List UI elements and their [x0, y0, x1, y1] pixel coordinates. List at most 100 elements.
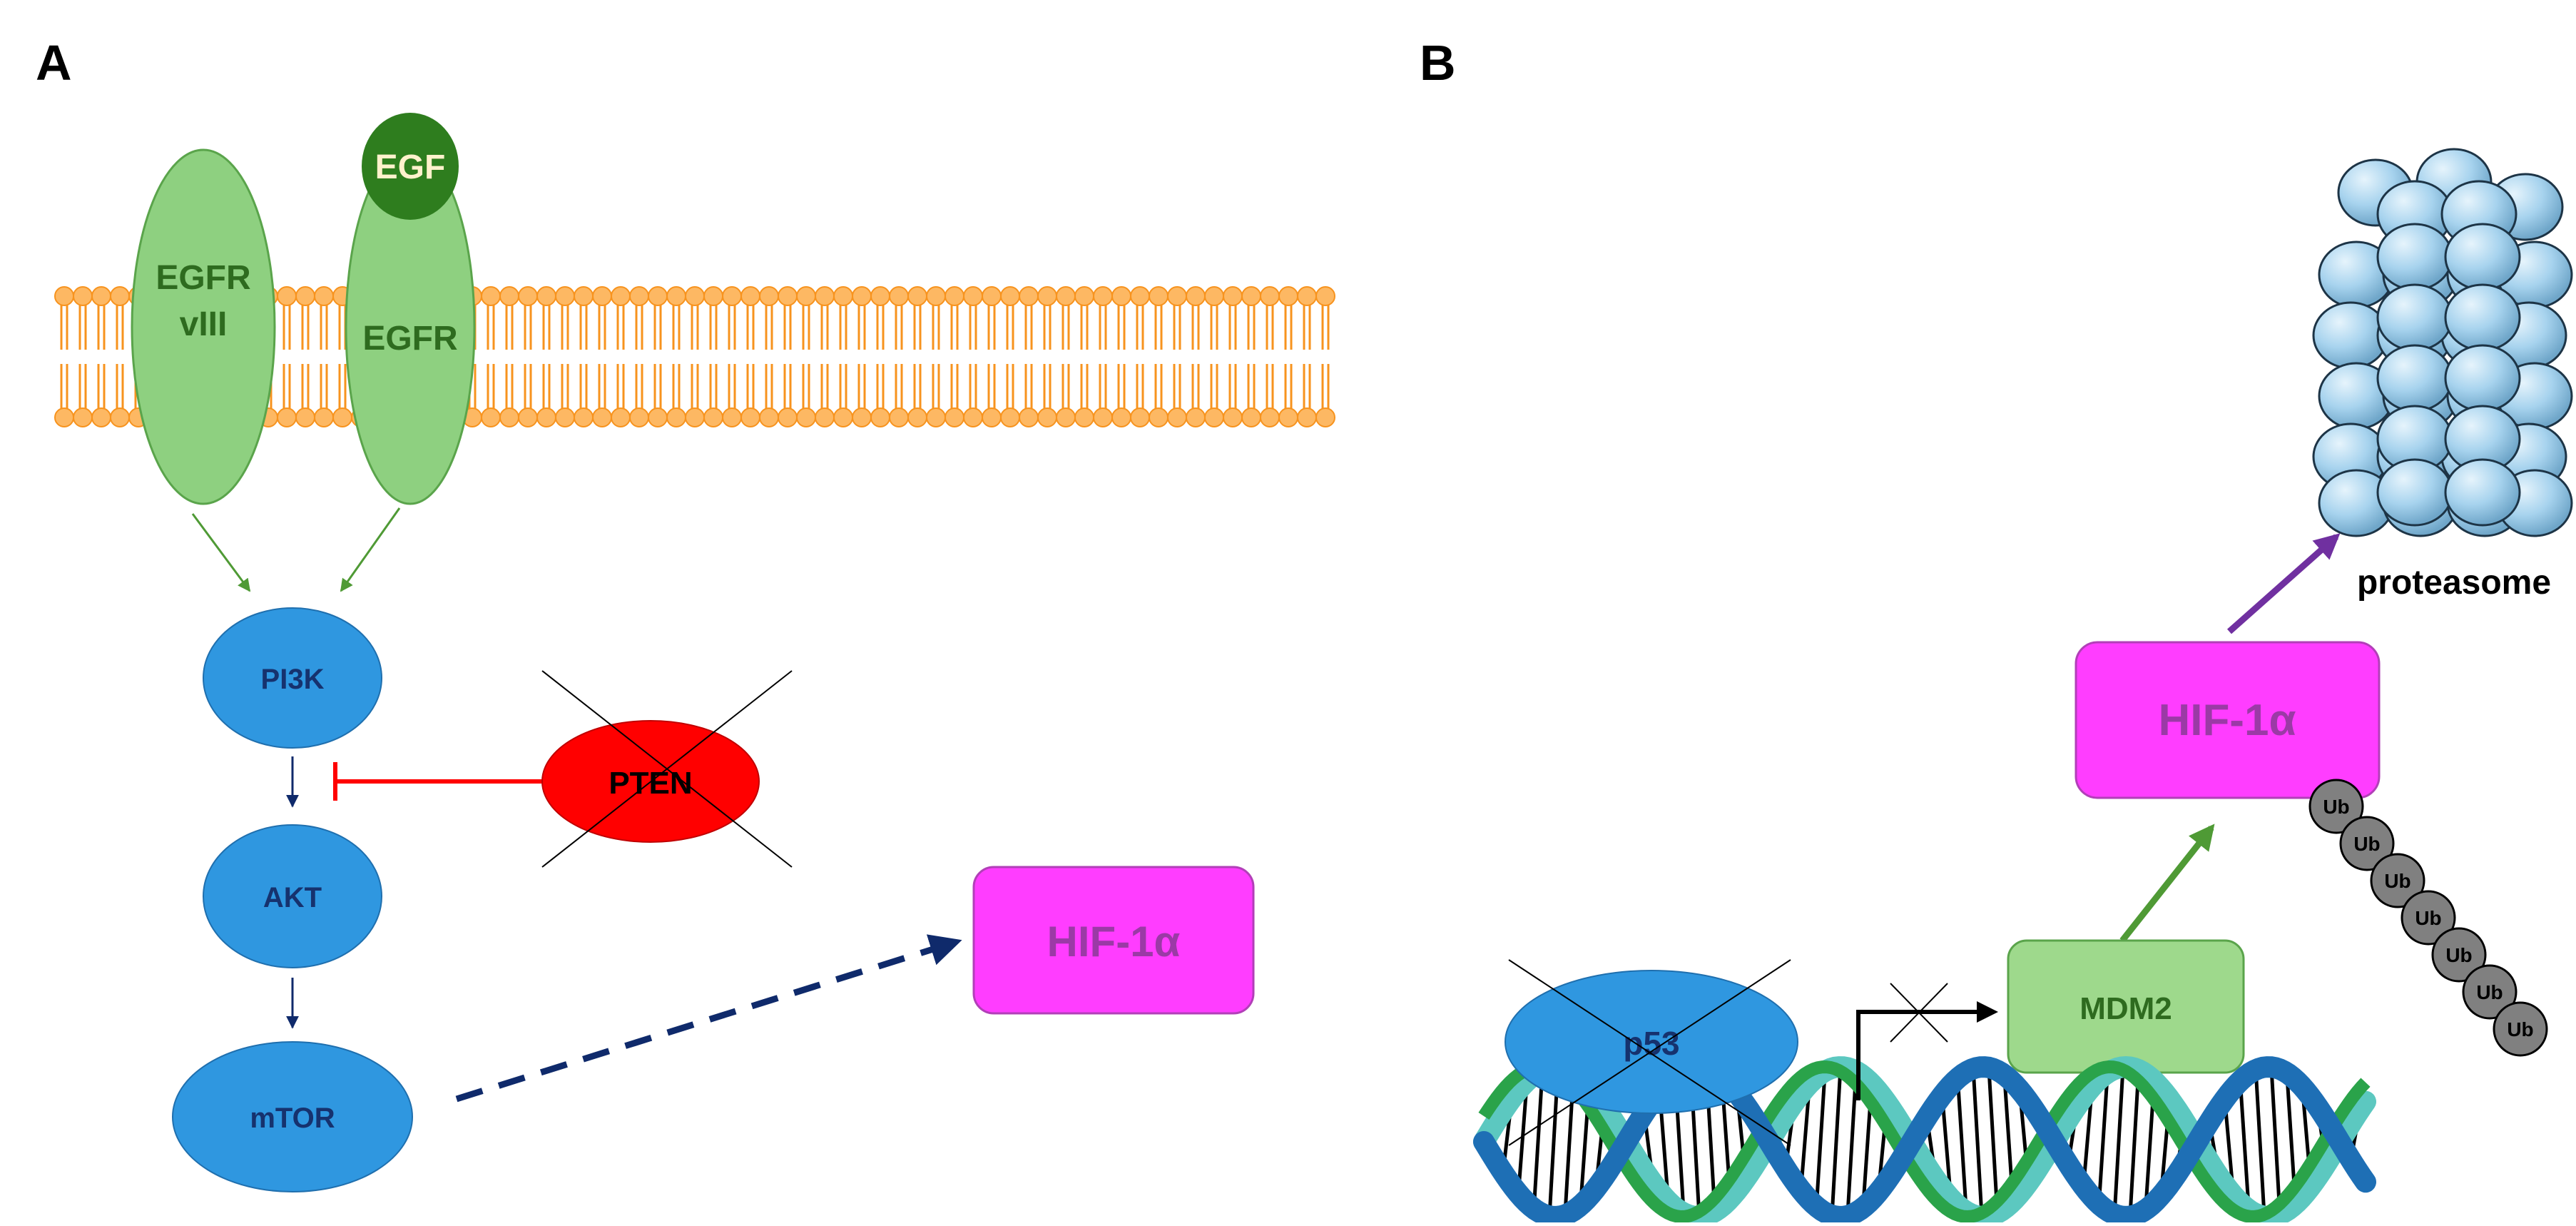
lipid-head: [1093, 407, 1113, 427]
lipid-head: [518, 407, 538, 427]
transcription-block-line-2: [1890, 983, 1948, 1043]
lipid-head: [73, 286, 93, 306]
proteasome-subunit: [2444, 283, 2521, 352]
lipid-head: [648, 407, 668, 427]
dna-base-pair: [1971, 1067, 1984, 1217]
lipid-head: [1278, 286, 1298, 306]
dna-base-pair: [1532, 1072, 1544, 1212]
lipid-head: [1037, 407, 1057, 427]
dna-strand-green: [1478, 1060, 2371, 1224]
lipid-head: [1093, 286, 1113, 306]
lipid-head: [54, 286, 74, 306]
lipid-head: [833, 286, 853, 306]
lipid-head: [1223, 407, 1243, 427]
lipid-head: [277, 286, 297, 306]
lipid-head: [1056, 407, 1076, 427]
ubiquitin-label: Ub: [2445, 944, 2472, 966]
lipid-head: [1111, 286, 1131, 306]
lipid-head: [1130, 286, 1150, 306]
dna-base-pair: [1987, 1068, 2000, 1215]
pi3k-node: [203, 607, 382, 749]
lipid-head: [778, 286, 798, 306]
ubiquitin-label: Ub: [2384, 870, 2410, 892]
hif1a-box-b: [2074, 641, 2381, 799]
lipid-head: [518, 286, 538, 306]
lipid-head: [796, 286, 816, 306]
lipid-head: [1149, 286, 1169, 306]
dna-base-pair: [1955, 1075, 1968, 1209]
proteasome-subunit: [2312, 301, 2389, 370]
lipid-head: [815, 286, 835, 306]
lipid-head: [629, 286, 649, 306]
egfr-label: EGFR: [362, 320, 457, 358]
lipid-head: [963, 407, 983, 427]
lipid-head: [1130, 407, 1150, 427]
proteasome-complex: [2312, 148, 2573, 537]
lipid-head: [1056, 286, 1076, 306]
lipid-head: [1186, 286, 1206, 306]
akt-label: AKT: [263, 882, 322, 913]
lipid-head: [889, 286, 909, 306]
lipid-head: [889, 407, 909, 427]
proteasome-subunit: [2444, 458, 2521, 527]
lipid-head: [982, 286, 1002, 306]
lipid-head: [73, 407, 93, 427]
ubiquitin-bead: [2370, 853, 2425, 908]
lipid-head: [481, 286, 501, 306]
lipid-head: [499, 407, 519, 427]
lipid-head: [1315, 407, 1335, 427]
dna-base-pair: [2238, 1077, 2251, 1207]
lipid-head: [110, 407, 130, 427]
proteasome-subunit: [2444, 223, 2521, 291]
pten-cross-line-2: [541, 670, 793, 868]
dna-strand-dark: [1473, 1055, 2376, 1226]
dna-base-pair: [2254, 1068, 2266, 1216]
lipid-head: [1149, 407, 1169, 427]
dna-base-pair: [2097, 1075, 2109, 1208]
lipid-head: [685, 286, 705, 306]
lipid-head: [277, 407, 297, 427]
lipid-head: [1315, 286, 1335, 306]
lipid-head: [926, 407, 946, 427]
lipid-head: [666, 407, 686, 427]
lipid-head: [1167, 286, 1187, 306]
lipid-head: [1297, 407, 1317, 427]
lipid-head: [574, 407, 594, 427]
egfr-to-pi3k-arrow: [340, 507, 401, 592]
lipid-head: [536, 407, 556, 427]
lipid-head: [592, 407, 612, 427]
lipid-head: [759, 286, 779, 306]
lipid-head: [926, 286, 946, 306]
lipid-head: [1019, 286, 1039, 306]
lipid-head: [1260, 407, 1280, 427]
lipid-head: [1167, 407, 1187, 427]
lipid-head: [54, 407, 74, 427]
dna-base-pair: [2269, 1068, 2282, 1216]
hif-to-proteasome-arrow: [2227, 533, 2341, 634]
egfrviii-label-line2: vIII: [180, 305, 228, 343]
lipid-head: [778, 407, 798, 427]
lipid-head: [833, 407, 853, 427]
hif1a-label-b: HIF-1α: [2158, 696, 2296, 745]
lipid-head: [555, 407, 575, 427]
lipid-head: [740, 407, 760, 427]
proteasome-subunit: [2376, 458, 2453, 527]
ubiquitin-bead: [2339, 816, 2395, 871]
lipid-head: [1037, 286, 1057, 306]
lipid-head: [611, 286, 631, 306]
lipid-head: [740, 286, 760, 306]
lipid-head: [499, 286, 519, 306]
dna-base-pair: [1846, 1069, 1858, 1215]
ubiquitin-bead: [2462, 964, 2518, 1020]
lipid-head: [314, 407, 334, 427]
p53-cross-line-2: [1508, 959, 1791, 1146]
panel-a-label: A: [36, 35, 72, 91]
p53-label: p53: [1623, 1025, 1679, 1062]
mtor-to-hif-arrow: [455, 934, 962, 1103]
lipid-head: [555, 286, 575, 306]
lipid-head: [1297, 286, 1317, 306]
lipid-head: [796, 407, 816, 427]
lipid-head: [963, 286, 983, 306]
